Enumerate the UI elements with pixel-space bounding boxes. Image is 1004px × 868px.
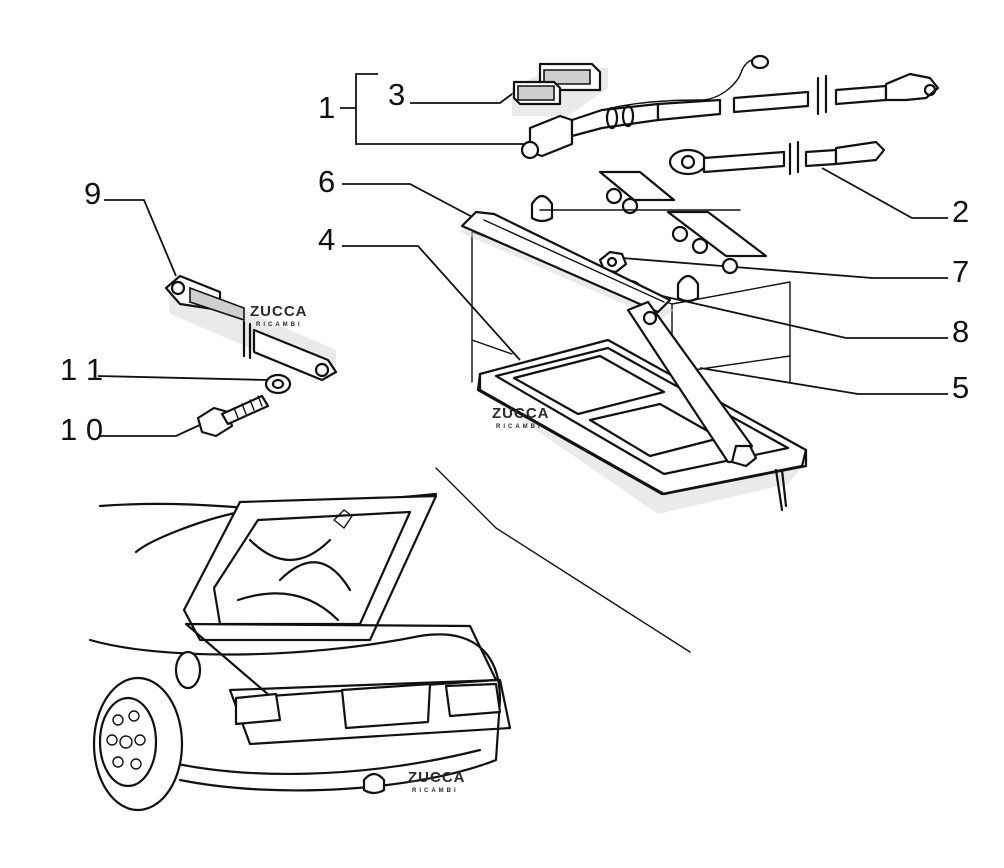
callout-number-9: 9: [84, 176, 101, 211]
callout-number-2: 2: [952, 194, 969, 229]
callout-number-5: 5: [952, 370, 969, 405]
callout-6: 6: [318, 164, 479, 221]
watermark-brand: ZUCCA: [408, 769, 466, 786]
watermark-top: ZUCCA RICAMBI: [250, 303, 308, 328]
support-rod-part-5: [626, 300, 758, 468]
callout-8: 8: [635, 289, 969, 349]
leader-line-1a: [340, 73, 378, 109]
terminal-cover-part-3: [512, 62, 608, 116]
leader-line-4: [342, 245, 521, 361]
leader-line-7: [621, 257, 948, 279]
watermark-brand: ZUCCA: [492, 405, 550, 422]
watermark-bottom: ZUCCA RICAMBI: [408, 769, 466, 794]
callout-number-10: 1 0: [60, 412, 103, 447]
washer-part-11: [264, 373, 292, 395]
ground-strap-part-9: [164, 274, 338, 382]
callout-11: 1 1: [60, 352, 269, 387]
leader-line-11: [97, 375, 269, 381]
battery-cover-strips: [598, 170, 768, 275]
battery-box: [471, 209, 791, 395]
watermark-sub: RICAMBI: [256, 322, 303, 328]
leader-line-2: [821, 167, 948, 219]
callout-number-6: 6: [318, 164, 335, 199]
callout-number-3: 3: [388, 77, 405, 112]
watermark-brand: ZUCCA: [250, 303, 308, 320]
callout-number-4: 4: [318, 222, 335, 257]
bolt-part-10: [196, 394, 270, 438]
callout-3: 3: [388, 77, 521, 112]
leader-line-1b: [355, 108, 528, 145]
leader-line-5: [699, 367, 948, 395]
callout-9: 9: [84, 176, 177, 277]
callout-number-7: 7: [952, 254, 969, 289]
callout-5: 5: [699, 367, 969, 405]
callout-number-8: 8: [952, 314, 969, 349]
leader-line-6: [342, 183, 479, 221]
hold-down-bar-part-6: [460, 210, 674, 320]
callout-number-1: 1: [318, 90, 335, 125]
positive-cable-part-1: [520, 54, 940, 160]
callout-2: 2: [821, 167, 969, 229]
callout-1: 1: [318, 73, 528, 145]
watermark-middle: ZUCCA RICAMBI: [492, 405, 550, 430]
car-rear-open-trunk: [88, 467, 691, 812]
terminal-caps: [530, 194, 700, 303]
watermark-sub: RICAMBI: [496, 424, 543, 430]
callout-number-11: 1 1: [60, 352, 103, 387]
leader-line-9: [104, 199, 177, 277]
leader-line-8: [635, 289, 948, 339]
leader-line-3: [410, 87, 521, 104]
leader-line-10: [98, 423, 203, 437]
watermark-sub: RICAMBI: [412, 788, 459, 794]
callout-10: 1 0: [60, 412, 203, 447]
callout-7: 7: [621, 254, 969, 289]
negative-cable-part-2: [668, 140, 886, 176]
callout-4: 4: [318, 222, 521, 361]
